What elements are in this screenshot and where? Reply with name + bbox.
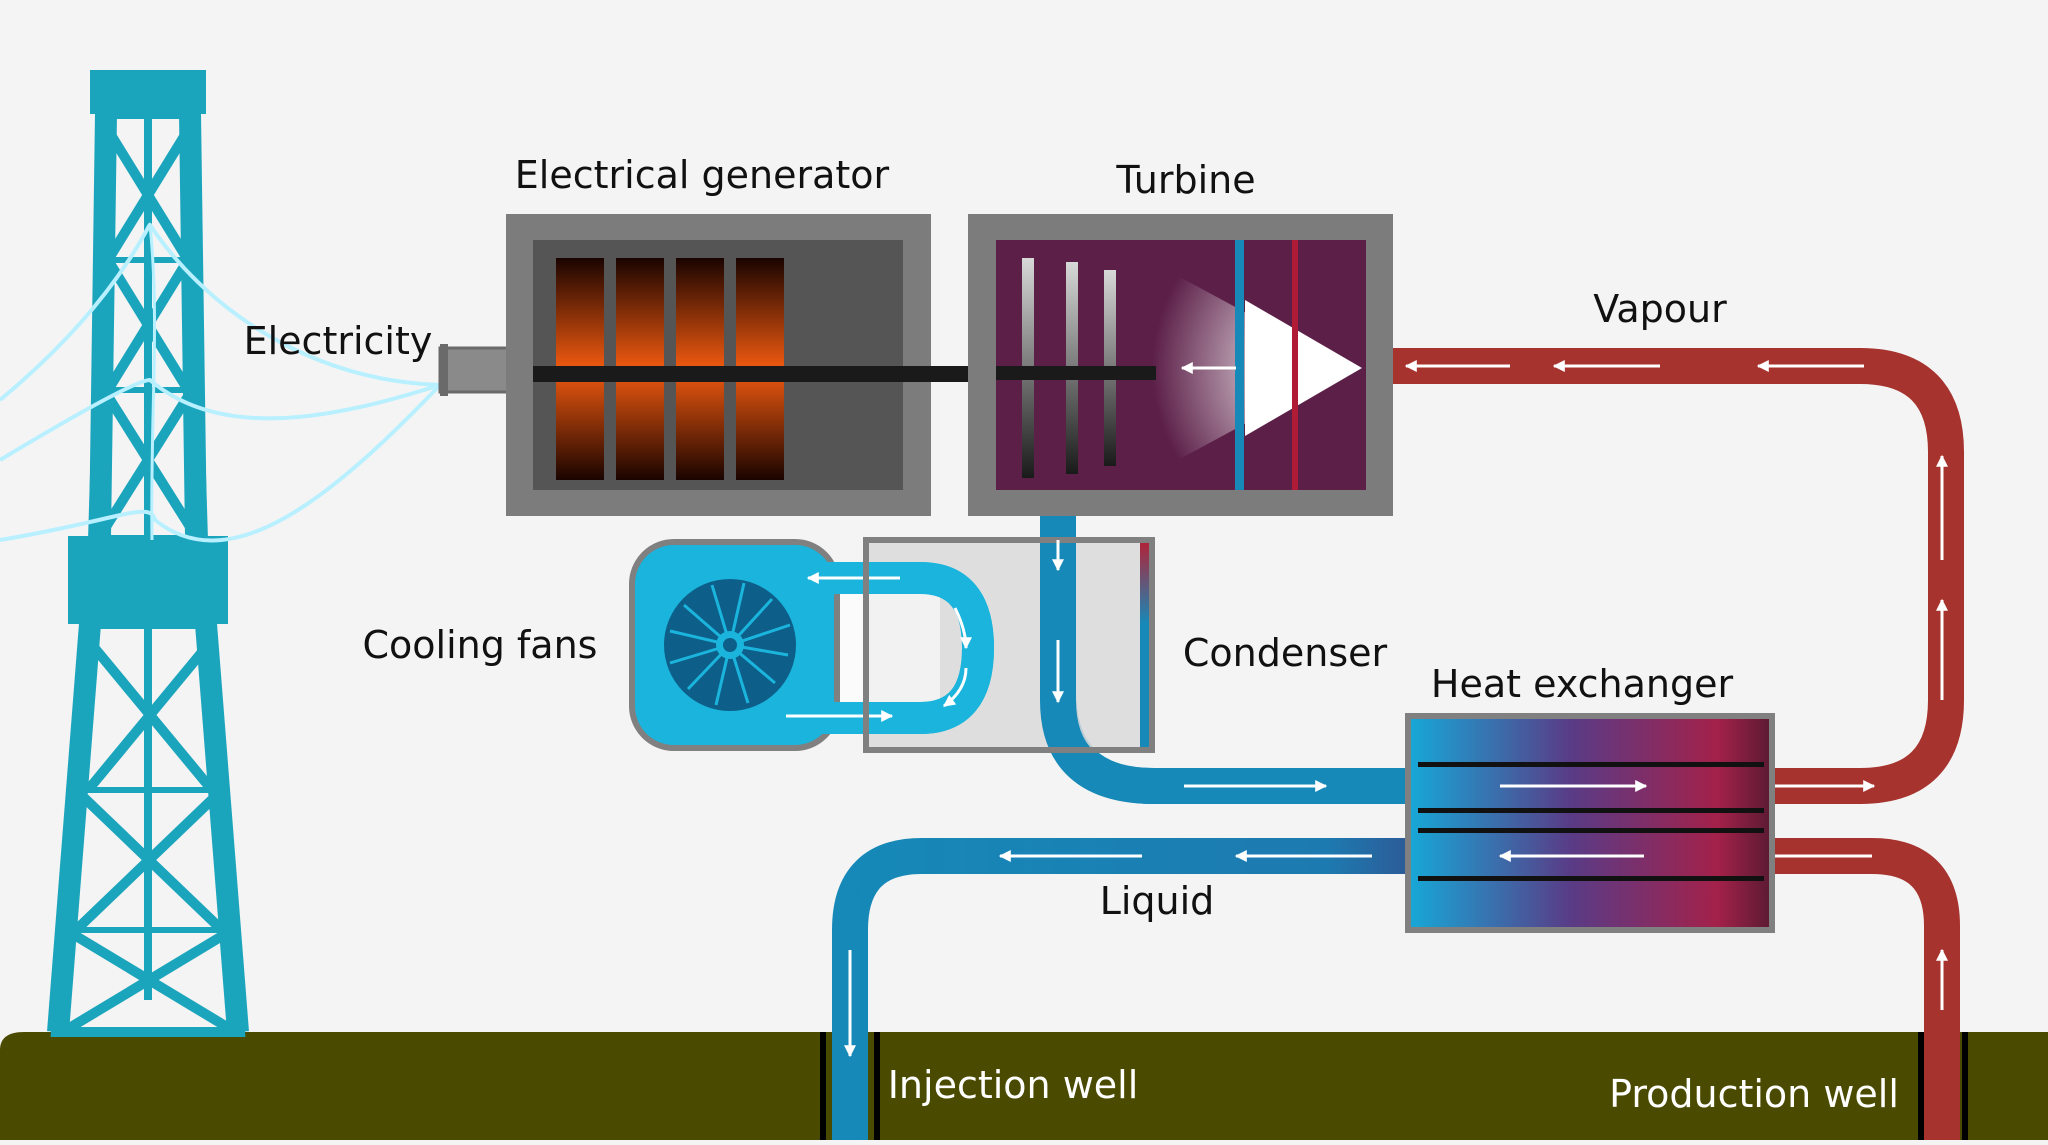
label-injection-well: Injection well [888,1063,1139,1107]
label-liquid: Liquid [1100,879,1215,923]
electrical-generator [506,214,931,516]
transmission-tower-icon [47,70,249,1037]
label-turbine: Turbine [1115,158,1255,202]
label-vapour: Vapour [1593,287,1727,331]
label-cooling-fans: Cooling fans [363,623,598,667]
cooling-fan-icon [664,579,796,711]
label-condenser: Condenser [1183,631,1388,675]
heat-exchanger [1405,713,1775,933]
label-production-well: Production well [1609,1072,1899,1116]
vapour-pipe [1393,348,1964,804]
cooling-fans-unit [629,539,995,751]
power-lines [0,222,442,543]
electricity-connector [438,346,514,394]
drive-shaft [903,366,973,382]
turbine [968,214,1393,516]
ground [0,1032,2048,1140]
label-electricity: Electricity [244,319,433,363]
injection-well-pipe [832,838,1412,1140]
label-heat-exchanger: Heat exchanger [1431,662,1734,706]
production-well-pipe [1770,838,1960,1140]
label-electrical-generator: Electrical generator [515,153,890,197]
